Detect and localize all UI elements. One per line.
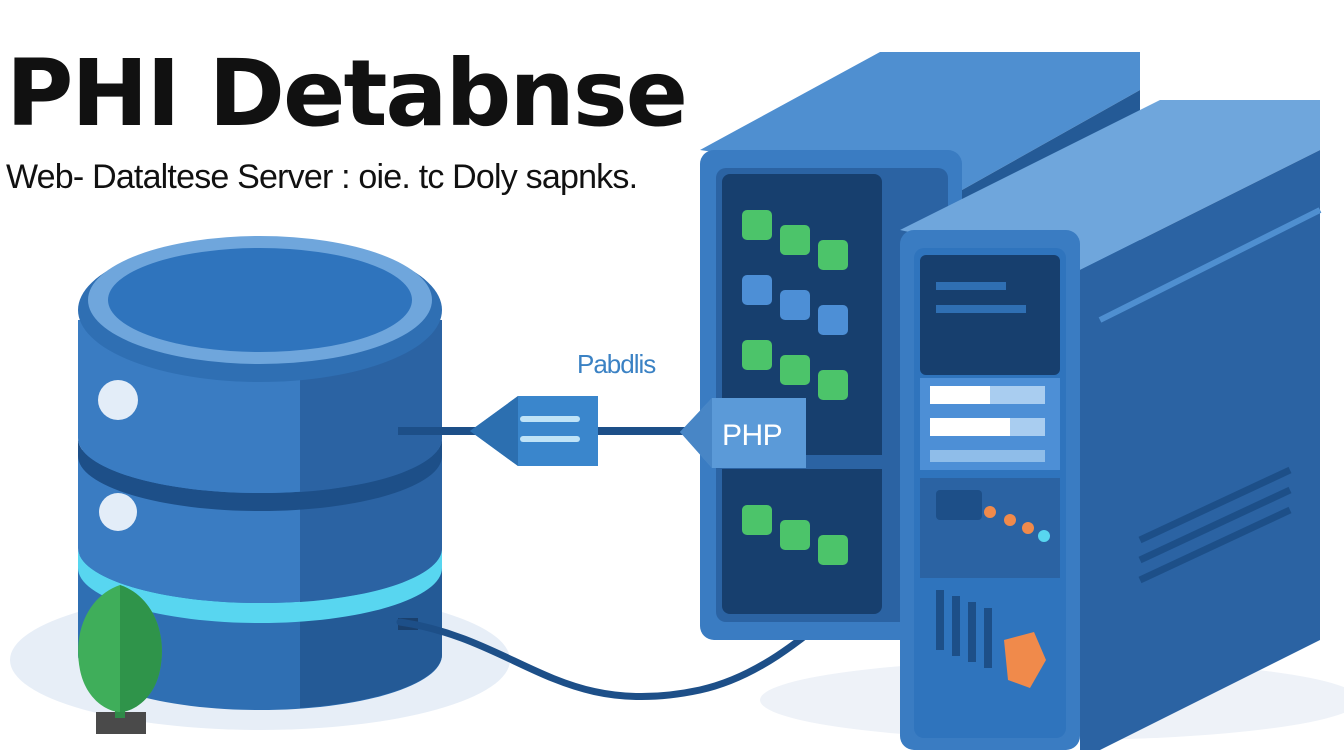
connector-label: Pabdlis bbox=[577, 349, 656, 379]
db-indicator-top bbox=[98, 380, 138, 420]
tree-icon bbox=[78, 585, 162, 734]
page-subtitle: Web- Dataltese Server : oie. tc Doly sap… bbox=[6, 158, 638, 196]
server-rack-front-icon bbox=[900, 100, 1322, 750]
database-cylinder-icon bbox=[78, 236, 443, 710]
db-indicator-middle bbox=[99, 493, 137, 531]
php-tag-label: PHP bbox=[722, 419, 783, 452]
server-led-panel bbox=[742, 210, 848, 565]
php-tag-icon bbox=[680, 398, 806, 468]
page-title: PHI Detabnse bbox=[6, 40, 688, 147]
